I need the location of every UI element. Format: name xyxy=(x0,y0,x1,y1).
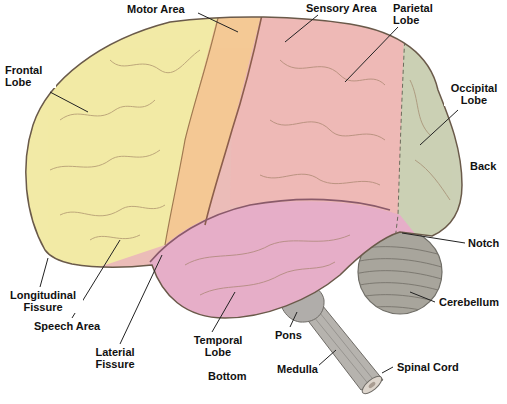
occipital-boundary xyxy=(395,35,405,240)
fold xyxy=(355,307,445,316)
leader-line xyxy=(120,255,162,344)
cord-line xyxy=(312,303,376,383)
gyrus xyxy=(280,60,385,85)
gyrus xyxy=(110,50,200,73)
part-label: Speech Area xyxy=(33,320,101,332)
gyrus xyxy=(60,205,165,216)
leader-line xyxy=(198,13,238,32)
gyrus xyxy=(410,80,430,135)
temporal-lobe xyxy=(140,201,420,340)
gyrus xyxy=(185,235,350,265)
cerebellum-folds xyxy=(355,247,445,316)
part-label: Parietal Lobe xyxy=(392,2,446,26)
leader-line xyxy=(290,312,297,327)
fold xyxy=(355,295,445,304)
gyrus xyxy=(60,100,155,120)
gyrus xyxy=(260,174,380,185)
precentral-sulcus xyxy=(165,0,222,245)
cord-center xyxy=(368,381,377,389)
part-label: Longitudinal Fissure xyxy=(3,289,83,313)
leader-lines xyxy=(40,13,465,373)
leader-line xyxy=(345,27,398,82)
part-label: Temporal Lobe xyxy=(186,334,250,358)
gyrus xyxy=(270,120,385,140)
part-label: Back xyxy=(469,160,497,172)
gyrus xyxy=(415,160,450,200)
part-label: Notch xyxy=(467,237,500,249)
cord-end xyxy=(360,373,385,396)
fold xyxy=(355,271,445,280)
leader-line xyxy=(285,15,318,42)
part-label: Frontal Lobe xyxy=(4,64,56,88)
part-label: Sensory Area xyxy=(305,2,378,14)
leader-line xyxy=(420,110,458,145)
lateral-fissure xyxy=(150,199,390,262)
parietal-lobe xyxy=(230,0,405,215)
leader-line xyxy=(318,350,336,366)
leader-line xyxy=(50,92,88,112)
gyri xyxy=(50,50,450,295)
gyrus xyxy=(200,262,335,295)
cerebrum-outline xyxy=(26,17,462,318)
leader-line xyxy=(212,292,235,332)
part-label: Occipital Lobe xyxy=(444,82,504,106)
part-label: Pons xyxy=(274,329,303,341)
part-label: Cerebellum xyxy=(438,296,500,308)
gyrus xyxy=(50,150,160,170)
leader-line xyxy=(382,367,393,373)
fold xyxy=(355,259,445,268)
part-label: Medulla xyxy=(276,363,319,375)
fold xyxy=(355,283,445,292)
gyrus xyxy=(90,235,140,240)
part-label: Laterial Fissure xyxy=(86,346,144,370)
part-label: Spinal Cord xyxy=(396,361,460,373)
leader-line xyxy=(410,292,435,302)
part-label: Bottom xyxy=(207,370,248,382)
leader-line xyxy=(402,233,465,243)
part-label: Motor Area xyxy=(126,3,186,15)
leader-line xyxy=(40,258,48,287)
